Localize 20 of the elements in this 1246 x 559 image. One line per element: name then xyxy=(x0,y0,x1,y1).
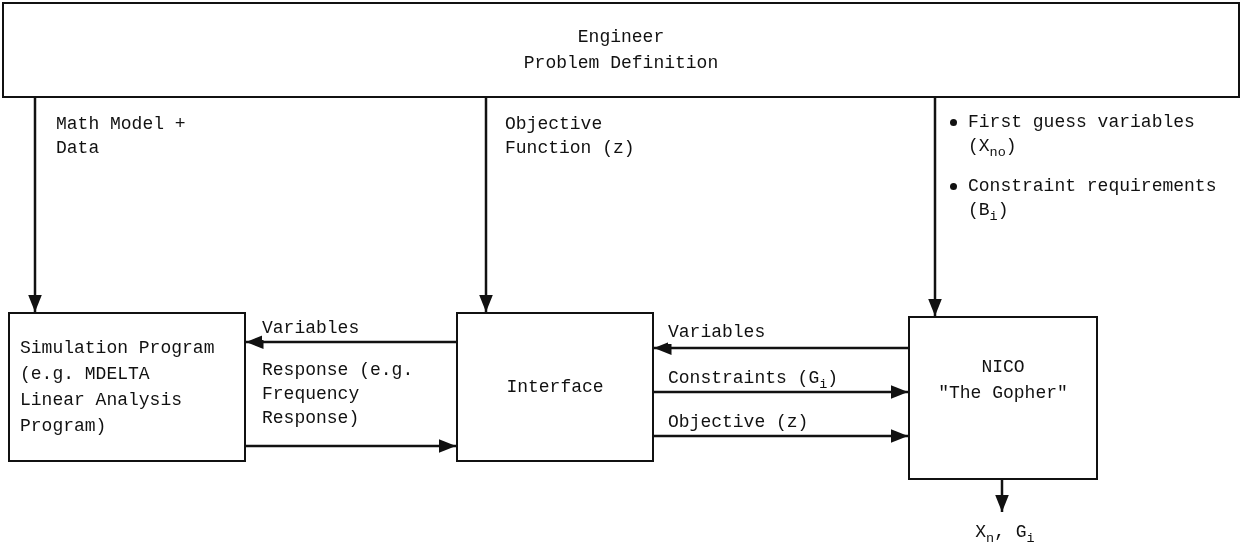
box-text: NICO xyxy=(981,356,1025,379)
arrow xyxy=(28,98,42,312)
process-box xyxy=(8,312,246,462)
process-box xyxy=(908,316,1098,480)
arrow xyxy=(246,439,456,453)
box-text: Engineer xyxy=(577,26,665,49)
arrow xyxy=(995,480,1009,512)
box-text: Problem Definition xyxy=(523,52,719,75)
process-box xyxy=(2,2,1240,98)
arrow xyxy=(654,429,908,443)
arrow xyxy=(246,335,456,349)
arrow xyxy=(654,341,908,355)
arrow xyxy=(928,98,942,316)
box-text: Interface xyxy=(506,376,604,399)
box-text: "The Gopher" xyxy=(938,382,1068,405)
output-label: X$_{n}$, G$_{i}$ xyxy=(975,521,1035,545)
box-text: Simulation Program (e.g. MDELTA Linear Analysis Program) xyxy=(20,337,216,438)
arrow xyxy=(479,98,493,312)
process-box xyxy=(456,312,654,462)
arrow xyxy=(654,385,908,399)
